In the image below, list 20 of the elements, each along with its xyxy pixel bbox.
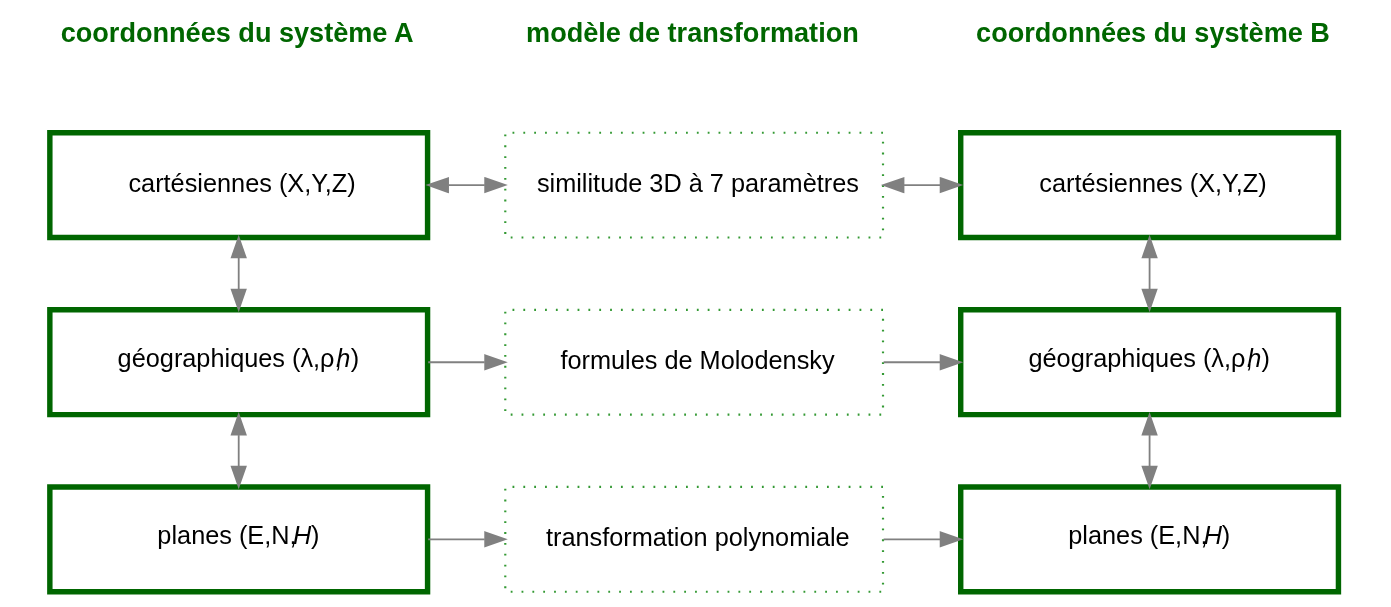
arrow — [427, 354, 508, 371]
arrow — [882, 354, 964, 371]
label: coordonnées du système A — [60, 17, 414, 49]
arrow — [1141, 411, 1158, 490]
arrow — [427, 531, 508, 548]
node-box: cartésiennes (X,Y,Z) — [958, 130, 1342, 241]
arrow — [882, 531, 964, 548]
arrow — [230, 234, 247, 313]
node-box: formules de Molodensky — [504, 308, 885, 416]
node-box: similitude 3D à 7 paramètres — [504, 131, 885, 239]
node-box: cartésiennes (X,Y,Z) — [47, 130, 431, 241]
arrow — [880, 176, 964, 194]
node-box: planes (E,N,H) — [958, 484, 1342, 595]
label: modèle de transformation — [526, 17, 859, 49]
arrow — [1141, 234, 1158, 313]
node-box: planes (E,N,H) — [47, 484, 431, 595]
arrow — [230, 411, 247, 490]
arrow — [425, 176, 508, 194]
node-box: transformation polynomiale — [504, 485, 885, 593]
label: coordonnées du système B — [976, 17, 1330, 49]
